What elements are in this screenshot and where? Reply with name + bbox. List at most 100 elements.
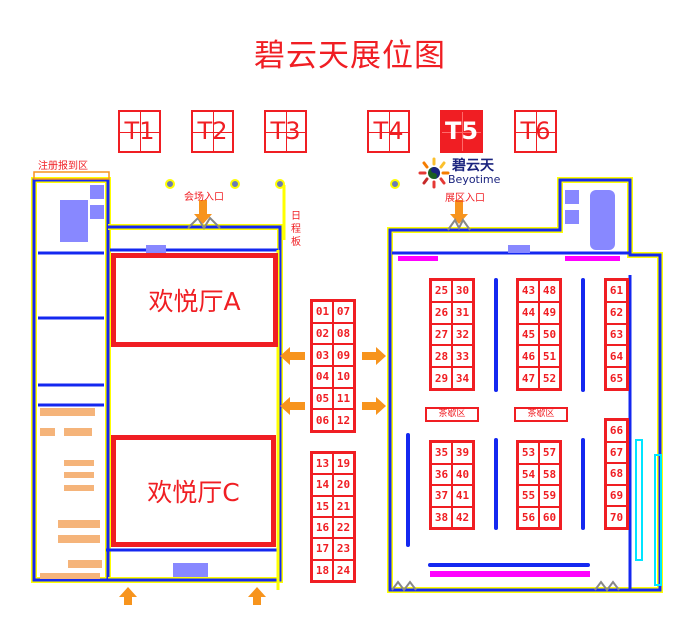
booth-09[interactable]: 09 [333, 344, 354, 366]
booth-68[interactable]: 68 [606, 463, 627, 485]
booth-19[interactable]: 19 [333, 453, 354, 475]
hall-a[interactable]: 欢悦厅A [111, 253, 278, 347]
booth-52[interactable]: 52 [539, 367, 560, 389]
booth-24[interactable]: 24 [333, 559, 354, 581]
hall-a-label: 欢悦厅A [148, 287, 241, 316]
booth-38[interactable]: 38 [431, 506, 452, 528]
left-building-walls [31, 177, 283, 583]
booth-36[interactable]: 36 [431, 463, 452, 485]
left-seating [40, 408, 102, 579]
booth-54[interactable]: 54 [518, 463, 539, 485]
booth-15[interactable]: 15 [312, 495, 333, 517]
booth-07[interactable]: 07 [333, 301, 354, 323]
booth-40[interactable]: 40 [452, 463, 473, 485]
booth-04[interactable]: 04 [312, 365, 333, 388]
booth-48[interactable]: 48 [539, 280, 560, 302]
booth-25[interactable]: 25 [431, 280, 452, 302]
booth-02[interactable]: 02 [312, 322, 333, 345]
booth-10[interactable]: 10 [333, 365, 354, 388]
booth-58[interactable]: 58 [539, 463, 560, 485]
booth-22[interactable]: 22 [333, 517, 354, 539]
right-building-walls [387, 177, 663, 593]
booth-03[interactable]: 03 [312, 344, 333, 366]
booth-34[interactable]: 34 [452, 367, 473, 389]
booth-32[interactable]: 32 [452, 323, 473, 346]
sun-icon [418, 157, 450, 189]
booth-55[interactable]: 55 [518, 485, 539, 507]
booth-12[interactable]: 12 [333, 409, 354, 431]
zone-label: T6 [520, 117, 551, 145]
booth-67[interactable]: 67 [606, 441, 627, 464]
booth-17[interactable]: 17 [312, 538, 333, 560]
booth-51[interactable]: 51 [539, 345, 560, 368]
booth-57[interactable]: 57 [539, 442, 560, 464]
booth-31[interactable]: 31 [452, 301, 473, 324]
booth-35[interactable]: 35 [431, 442, 452, 464]
zone-t6[interactable]: T6 [514, 110, 557, 153]
booth-42[interactable]: 42 [452, 506, 473, 528]
booth-29[interactable]: 29 [431, 367, 452, 389]
booth-60[interactable]: 60 [539, 506, 560, 528]
zone-t2[interactable]: T2 [191, 110, 234, 153]
booth-21[interactable]: 21 [333, 495, 354, 517]
booth-27[interactable]: 27 [431, 323, 452, 346]
booth-13[interactable]: 13 [312, 453, 333, 475]
booth-53[interactable]: 53 [518, 442, 539, 464]
booth-49[interactable]: 49 [539, 301, 560, 324]
booth-70[interactable]: 70 [606, 506, 627, 528]
booth-20[interactable]: 20 [333, 474, 354, 496]
booth-33[interactable]: 33 [452, 345, 473, 368]
booth-61[interactable]: 61 [606, 280, 627, 302]
zone-t4[interactable]: T4 [367, 110, 410, 153]
booth-65[interactable]: 65 [606, 367, 627, 389]
booth-06[interactable]: 06 [312, 409, 333, 431]
booth-01[interactable]: 01 [312, 301, 333, 323]
booth-18[interactable]: 18 [312, 559, 333, 581]
page-title: 碧云天展位图 [254, 38, 446, 74]
booth-23[interactable]: 23 [333, 538, 354, 560]
booth-46[interactable]: 46 [518, 345, 539, 368]
booth-63[interactable]: 63 [606, 323, 627, 346]
booth-26[interactable]: 26 [431, 301, 452, 324]
exhibit-entrance-label: 展区入口 [445, 193, 485, 204]
zone-t5[interactable]: T5 [440, 110, 483, 153]
booth-44[interactable]: 44 [518, 301, 539, 324]
booth-50[interactable]: 50 [539, 323, 560, 346]
zone-t1[interactable]: T1 [118, 110, 161, 153]
booth-28[interactable]: 28 [431, 345, 452, 368]
booth-62[interactable]: 62 [606, 301, 627, 324]
bottom-counter [430, 571, 590, 577]
booth-69[interactable]: 69 [606, 484, 627, 507]
booth-59[interactable]: 59 [539, 485, 560, 507]
booth-56[interactable]: 56 [518, 506, 539, 528]
booth-66[interactable]: 66 [606, 420, 627, 442]
beyotime-logo: 碧云天 Beyotime [418, 155, 500, 190]
display-walls [406, 278, 590, 567]
booth-16[interactable]: 16 [312, 517, 333, 539]
booth-64[interactable]: 64 [606, 345, 627, 368]
booth-37[interactable]: 37 [431, 485, 452, 507]
booth-11[interactable]: 11 [333, 387, 354, 410]
zone-t3[interactable]: T3 [264, 110, 307, 153]
hall-c[interactable]: 欢悦厅C [111, 435, 276, 547]
booth-41[interactable]: 41 [452, 485, 473, 507]
schedule-board-label: 日程板 [291, 211, 301, 248]
booth-05[interactable]: 05 [312, 387, 333, 410]
booth-45[interactable]: 45 [518, 323, 539, 346]
booth-08[interactable]: 08 [333, 322, 354, 345]
booth-43[interactable]: 43 [518, 280, 539, 302]
venue-entrance-label: 会场入口 [184, 192, 224, 203]
booth-47[interactable]: 47 [518, 367, 539, 389]
booth-14[interactable]: 14 [312, 474, 333, 496]
booth-30[interactable]: 30 [452, 280, 473, 302]
booth-39[interactable]: 39 [452, 442, 473, 464]
registration-desk [33, 171, 110, 180]
